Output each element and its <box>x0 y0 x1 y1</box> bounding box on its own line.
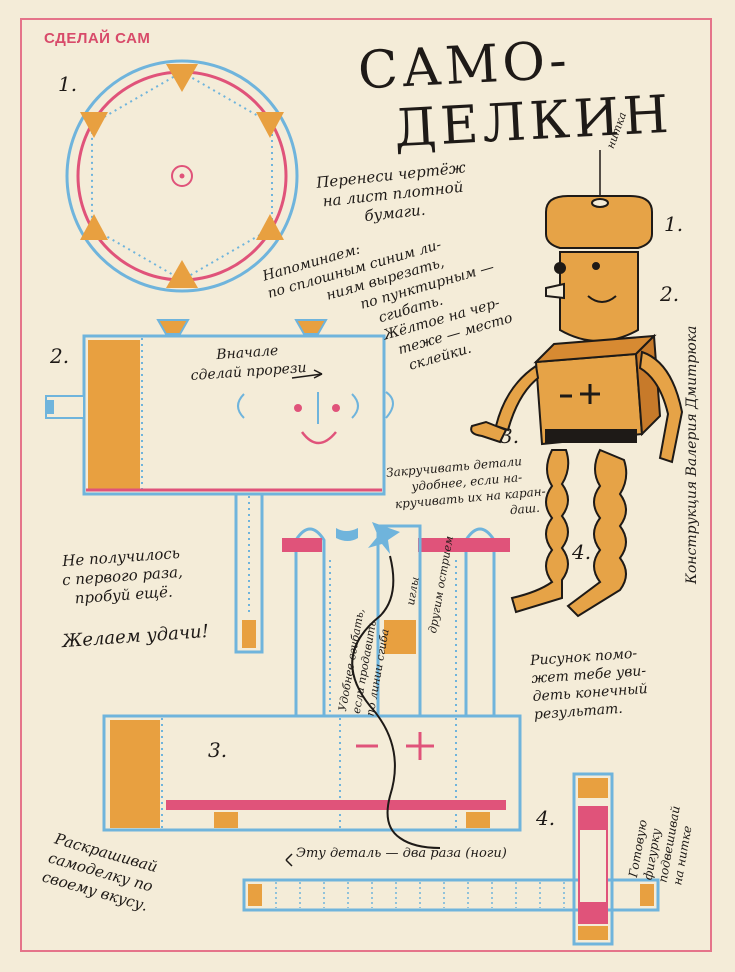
robot-step-4-number: 4. <box>572 540 592 564</box>
slits-first-note: Вначале сделай прорези <box>190 342 308 385</box>
wheel-part <box>65 59 299 293</box>
failed-note: Не получилось с первого раза, пробуй ещё… <box>61 543 184 608</box>
page-border <box>20 18 712 952</box>
arm-part <box>572 772 614 946</box>
robot-step-2-number: 2. <box>660 282 680 306</box>
two-times-note: Эту деталь — два раза (ноги) <box>296 846 507 861</box>
step-2-number: 2. <box>50 344 70 368</box>
author-credit: Конструкция Валерия Дмитрюка <box>684 325 700 584</box>
section-label: СДЕЛАЙ САМ <box>44 30 151 47</box>
step-1-number: 1. <box>58 72 78 96</box>
step-4-number: 4. <box>536 806 556 830</box>
step-3-number: 3. <box>208 738 228 762</box>
robot-illustration <box>470 150 684 618</box>
head-part <box>45 319 394 496</box>
twist-note: Закручивать детали удобнее, если на- кру… <box>385 454 547 518</box>
drawing-help-note: Рисунок помо- жет тебе уви- деть конечны… <box>529 645 649 723</box>
body-part <box>102 492 522 849</box>
leg-strip-part <box>242 853 660 912</box>
robot-step-1-number: 1. <box>664 212 684 236</box>
